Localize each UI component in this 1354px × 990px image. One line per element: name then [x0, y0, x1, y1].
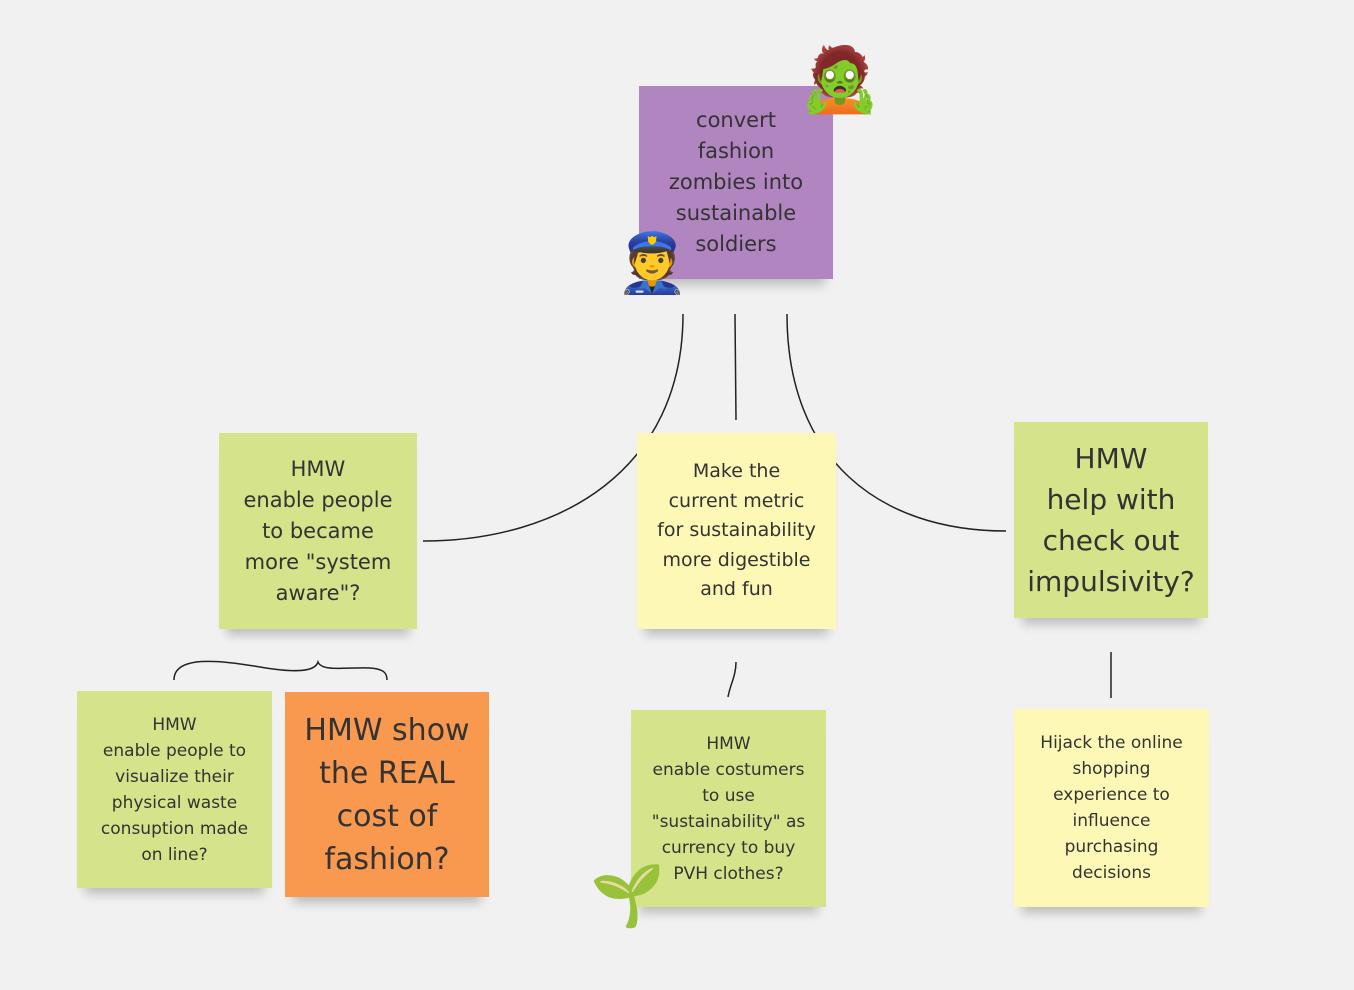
- sticky-note-left-child-a[interactable]: HMW enable people to visualize their phy…: [77, 691, 272, 888]
- seedling-icon[interactable]: 🌱: [590, 861, 665, 931]
- sticky-center-text: Make the current metric for sustainabili…: [657, 460, 816, 601]
- police-officer-icon[interactable]: 👮: [616, 229, 689, 297]
- sticky-note-left-child-b[interactable]: HMW show the REAL cost of fashion?: [285, 692, 489, 897]
- sticky-left-child-b-text: HMW show the REAL cost of fashion?: [304, 712, 470, 877]
- connector-root-to-center[interactable]: [734, 313, 737, 421]
- zombie-icon[interactable]: 🧟: [800, 43, 880, 117]
- sticky-left-text: HMW enable people to became more "system…: [243, 456, 393, 605]
- sticky-center-child-text: HMW enable costumers to use "sustainabil…: [651, 733, 806, 884]
- sticky-right-child-text: Hijack the online shopping experience to…: [1040, 733, 1183, 883]
- sticky-right-text: HMW help with check out impulsivity?: [1027, 442, 1195, 598]
- sticky-note-right[interactable]: HMW help with check out impulsivity?: [1014, 422, 1208, 618]
- sticky-note-left[interactable]: HMW enable people to became more "system…: [219, 433, 417, 629]
- sticky-left-child-a-text: HMW enable people to visualize their phy…: [100, 714, 249, 865]
- connector-center-to-child[interactable]: [727, 661, 737, 698]
- sticky-note-center[interactable]: Make the current metric for sustainabili…: [637, 433, 836, 629]
- sticky-note-center-child[interactable]: HMW enable costumers to use "sustainabil…: [631, 710, 826, 907]
- sticky-note-root[interactable]: convert fashion zombies into sustainable…: [639, 86, 833, 279]
- sticky-note-right-child[interactable]: Hijack the online shopping experience to…: [1014, 709, 1209, 907]
- brace-left-group[interactable]: [173, 659, 388, 681]
- sticky-root-text: convert fashion zombies into sustainable…: [668, 108, 804, 256]
